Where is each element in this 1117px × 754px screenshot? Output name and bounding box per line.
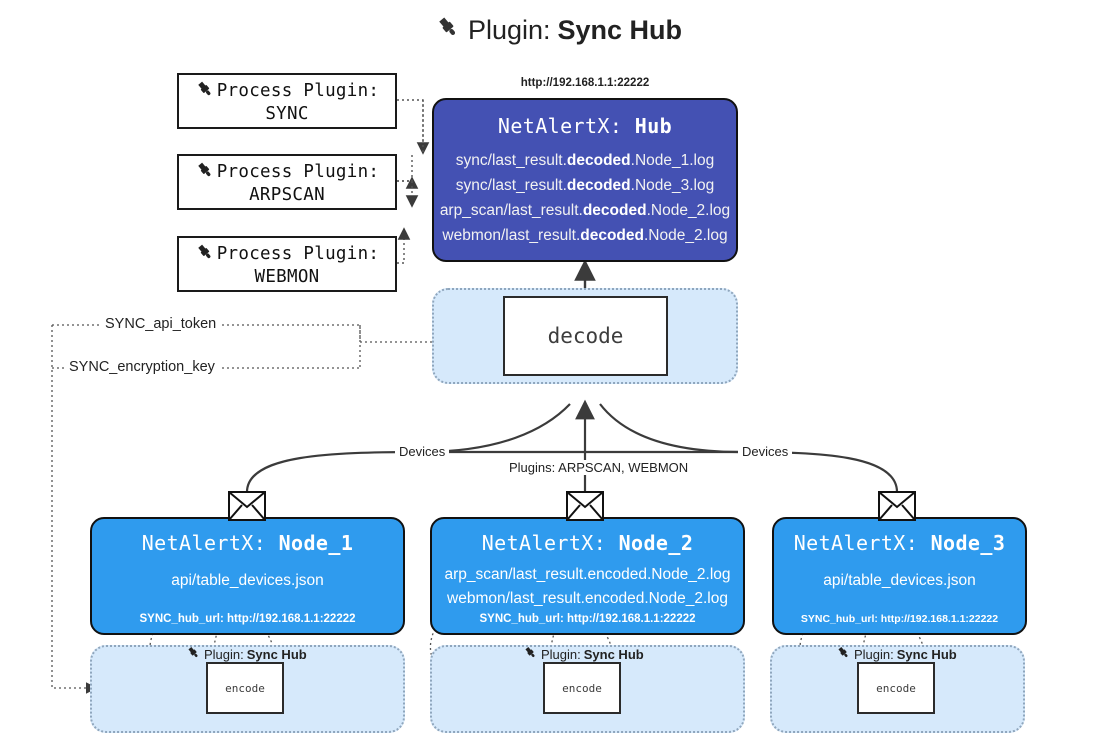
node-2-line: webmon/last_result.encoded.Node_2.log (447, 590, 728, 607)
node-box-node-1[interactable]: NetAlertX: Node_1 api/table_devices.json… (90, 517, 405, 635)
node-3-title: NetAlertX: Node_3 (794, 531, 1006, 555)
hub-log-2-mid: decoded (582, 202, 647, 219)
process-plugin-arpscan-header: Process Plugin: (195, 160, 380, 185)
encode-caption-node-2-name: Sync Hub (583, 646, 644, 662)
node-3-title-prefix: NetAlertX: (793, 531, 919, 555)
hub-log-0-post: .Node_1.log (630, 152, 715, 169)
plug-icon (435, 14, 461, 47)
hub-log-row: webmon/last_result.decoded.Node_2.log (442, 223, 727, 248)
process-plugin-sync-header: Process Plugin: (195, 79, 380, 104)
encode-caption-node-1: Plugin: Sync Hub (186, 645, 307, 663)
page-title-name: Sync Hub (557, 15, 683, 45)
node-2-footer: SYNC_hub_url: http://192.168.1.1:22222 (479, 613, 696, 625)
node-3-title-name: Node_3 (930, 531, 1006, 555)
envelope-icon (228, 491, 266, 521)
process-plugin-webmon-header: Process Plugin: (195, 242, 380, 267)
node-box-node-3[interactable]: NetAlertX: Node_3 api/table_devices.json… (772, 517, 1027, 635)
hub-title-name: Hub (634, 114, 673, 138)
hub-log-3-post: .Node_2.log (643, 227, 728, 244)
hub-log-row: sync/last_result.decoded.Node_3.log (456, 173, 714, 198)
sync-api-token-label: SYNC_api_token (100, 316, 222, 332)
process-plugin-webmon[interactable]: Process Plugin: WEBMON (177, 236, 397, 292)
process-plugin-arpscan-name: ARPSCAN (249, 184, 325, 205)
node-1-title-prefix: NetAlertX: (141, 531, 267, 555)
hub-url-label: http://192.168.1.1:22222 (520, 77, 650, 89)
node-2-line: arp_scan/last_result.encoded.Node_2.log (444, 566, 731, 583)
hub-log-row: arp_scan/last_result.decoded.Node_2.log (440, 198, 730, 223)
node-1-footer: SYNC_hub_url: http://192.168.1.1:22222 (139, 613, 356, 625)
hub-log-2-pre: arp_scan/last_result. (439, 202, 583, 219)
page-title-prefix: Plugin: (467, 15, 551, 45)
node-3-footer: SYNC_hub_url: http://192.168.1.1:22222 (800, 613, 999, 625)
encode-caption-node-2-prefix: Plugin: (541, 646, 581, 662)
hub-log-3-pre: webmon/last_result. (442, 227, 581, 244)
encode-caption-node-3-prefix: Plugin: (854, 646, 894, 662)
encode-caption-node-3-name: Sync Hub (896, 646, 957, 662)
hub-log-0-pre: sync/last_result. (455, 152, 567, 169)
encode-box-node-3[interactable]: encode (857, 662, 935, 714)
encode-caption-node-1-prefix: Plugin: (204, 646, 244, 662)
encode-box-node-1[interactable]: encode (206, 662, 284, 714)
process-plugin-arpscan-label: Process Plugin: (216, 162, 380, 182)
hub-log-2-post: .Node_2.log (646, 202, 731, 219)
hub-log-3-mid: decoded (580, 227, 644, 244)
page-title: Plugin: Sync Hub (0, 14, 1117, 47)
hub-box[interactable]: NetAlertX: Hub sync/last_result.decoded.… (432, 98, 738, 262)
process-plugin-sync[interactable]: Process Plugin: SYNC (177, 73, 397, 129)
node-1-line: api/table_devices.json (171, 572, 324, 589)
process-plugin-sync-label: Process Plugin: (216, 81, 380, 101)
node-2-title-name: Node_2 (618, 531, 694, 555)
hub-log-1-post: .Node_3.log (630, 177, 715, 194)
node-1-title: NetAlertX: Node_1 (142, 531, 354, 555)
encode-caption-node-1-name: Sync Hub (246, 646, 307, 662)
process-plugin-sync-name: SYNC (265, 103, 309, 124)
plug-icon (195, 79, 215, 104)
hub-log-0-mid: decoded (566, 152, 631, 169)
encode-box-node-2[interactable]: encode (543, 662, 621, 714)
node-3-line: api/table_devices.json (823, 572, 976, 589)
plug-icon (195, 242, 215, 267)
envelope-icon (878, 491, 916, 521)
hub-log-row: sync/last_result.decoded.Node_1.log (456, 148, 714, 173)
hub-title: NetAlertX: Hub (498, 114, 672, 138)
node-1-title-name: Node_1 (278, 531, 354, 555)
process-plugin-webmon-label: Process Plugin: (216, 244, 380, 264)
process-plugin-arpscan[interactable]: Process Plugin: ARPSCAN (177, 154, 397, 210)
encode-caption-node-2: Plugin: Sync Hub (523, 645, 644, 663)
decode-box[interactable]: decode (503, 296, 668, 376)
plug-icon (836, 645, 851, 663)
node-2-title-prefix: NetAlertX: (481, 531, 607, 555)
sync-encryption-key-label: SYNC_encryption_key (64, 359, 220, 375)
encode-caption-node-3: Plugin: Sync Hub (836, 645, 957, 663)
plug-icon (523, 645, 538, 663)
node-box-node-2[interactable]: NetAlertX: Node_2 arp_scan/last_result.e… (430, 517, 745, 635)
edge-label-devices-left: Devices (395, 444, 450, 459)
plug-icon (186, 645, 201, 663)
node-2-title: NetAlertX: Node_2 (482, 531, 694, 555)
edge-label-devices-right: Devices (738, 444, 793, 459)
envelope-icon (566, 491, 604, 521)
hub-title-prefix: NetAlertX: (497, 114, 623, 138)
hub-log-1-mid: decoded (566, 177, 631, 194)
edge-label-plugins-middle: Plugins: ARPSCAN, WEBMON (505, 460, 693, 475)
hub-log-1-pre: sync/last_result. (455, 177, 567, 194)
plug-icon (195, 160, 215, 185)
process-plugin-webmon-name: WEBMON (254, 266, 320, 287)
